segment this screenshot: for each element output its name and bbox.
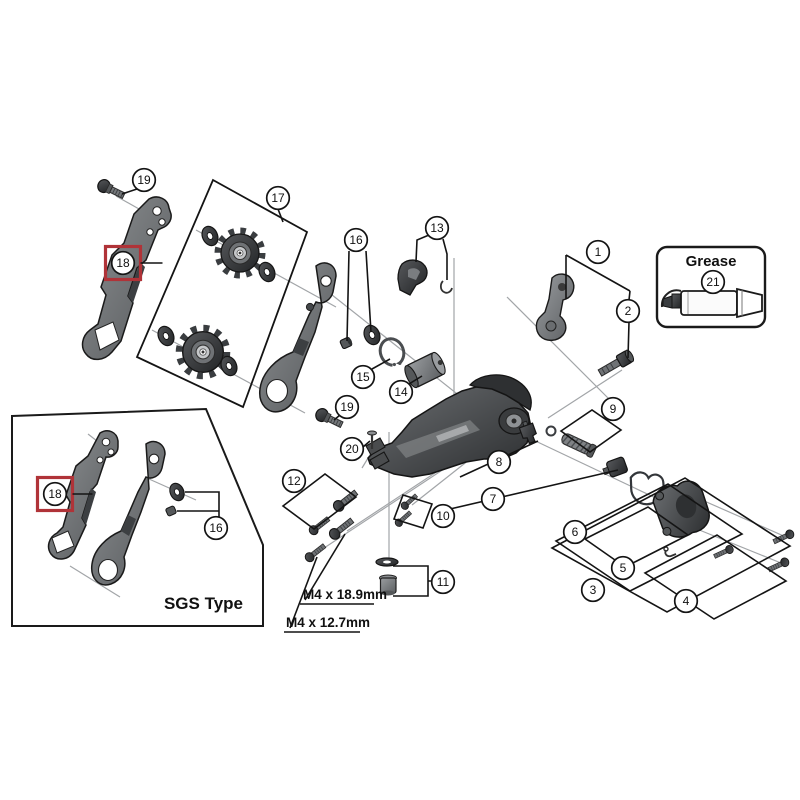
screw-20 — [367, 430, 377, 449]
nut-16 — [339, 336, 353, 350]
svg-text:9: 9 — [610, 402, 617, 416]
callout-3: 3 — [580, 577, 606, 603]
callout-16: 16 — [343, 227, 369, 253]
washer-plug-11 — [375, 557, 399, 596]
callout-5: 5 — [610, 555, 636, 581]
grease-tube-illustration — [660, 287, 763, 319]
callout-12: 12 — [281, 468, 307, 494]
callout-13: 13 — [424, 215, 450, 241]
svg-text:17: 17 — [271, 191, 285, 205]
callout-18: 18 — [35, 475, 93, 513]
svg-text:5: 5 — [620, 561, 627, 575]
callout-14: 14 — [388, 379, 414, 405]
callout-9: 9 — [600, 396, 626, 422]
bolt-12a — [330, 487, 360, 514]
spring-9 — [561, 433, 597, 458]
svg-text:1: 1 — [595, 245, 602, 259]
adjust-block — [602, 456, 628, 478]
callout-6: 6 — [562, 519, 588, 545]
gasket-seal — [629, 471, 665, 506]
svg-text:3: 3 — [590, 583, 597, 597]
callout-15: 15 — [350, 364, 376, 390]
parts-artwork — [47, 176, 796, 596]
svg-text:4: 4 — [683, 594, 690, 608]
connector-8 — [518, 420, 537, 445]
callout-16: 16 — [203, 515, 229, 541]
svg-text:11: 11 — [437, 575, 450, 589]
bracket-link-1 — [535, 273, 575, 342]
svg-text:13: 13 — [430, 221, 444, 235]
outer-plate — [259, 262, 337, 413]
cylinder-14 — [404, 351, 446, 389]
callout-17: 17 — [265, 185, 291, 211]
sgs-nut-16 — [165, 505, 177, 517]
svg-text:10: 10 — [436, 509, 450, 523]
grease-panel-title: Grease — [686, 253, 737, 270]
svg-text:15: 15 — [356, 370, 370, 384]
svg-text:21: 21 — [706, 275, 720, 289]
snap-ring-15 — [378, 337, 406, 371]
svg-text:16: 16 — [209, 521, 223, 535]
callout-8: 8 — [486, 449, 512, 475]
callout-11: 11 — [430, 569, 456, 595]
svg-text:2: 2 — [625, 304, 632, 318]
callout-7: 7 — [480, 486, 506, 512]
callout-18: 18 — [103, 244, 163, 282]
svg-text:12: 12 — [287, 474, 301, 488]
sgs-plates — [47, 430, 166, 586]
callout-4: 4 — [673, 588, 699, 614]
svg-text:14: 14 — [394, 385, 408, 399]
callout-20: 20 — [339, 436, 365, 462]
svg-text:20: 20 — [345, 442, 359, 456]
callout-10: 10 — [430, 503, 456, 529]
o-ring — [545, 425, 557, 437]
cable-guide-13 — [397, 259, 453, 296]
washer-16 — [360, 322, 384, 348]
dimension-label-1: M4 x 18.9mm — [303, 587, 387, 602]
svg-text:18: 18 — [48, 487, 62, 501]
svg-text:8: 8 — [496, 455, 503, 469]
svg-text:19: 19 — [340, 400, 354, 414]
svg-text:6: 6 — [572, 525, 579, 539]
bolt-19a — [95, 176, 128, 203]
callout-21: 21 — [700, 269, 726, 295]
dimension-label-2: M4 x 12.7mm — [286, 615, 370, 630]
svg-text:16: 16 — [349, 233, 363, 247]
small-clip — [663, 546, 677, 558]
sgs-panel: SGS Type — [11, 407, 264, 627]
sgs-washer-16 — [166, 480, 188, 504]
sgs-panel-title: SGS Type — [164, 594, 243, 613]
callout-19: 19 — [334, 394, 360, 420]
svg-text:7: 7 — [490, 492, 497, 506]
pulley-assembly-17 — [154, 223, 279, 378]
svg-text:19: 19 — [137, 173, 151, 187]
svg-text:18: 18 — [116, 256, 130, 270]
callout-1: 1 — [585, 239, 611, 265]
callout-2: 2 — [615, 298, 641, 324]
callout-19: 19 — [131, 167, 157, 193]
bolt-2 — [597, 349, 635, 377]
